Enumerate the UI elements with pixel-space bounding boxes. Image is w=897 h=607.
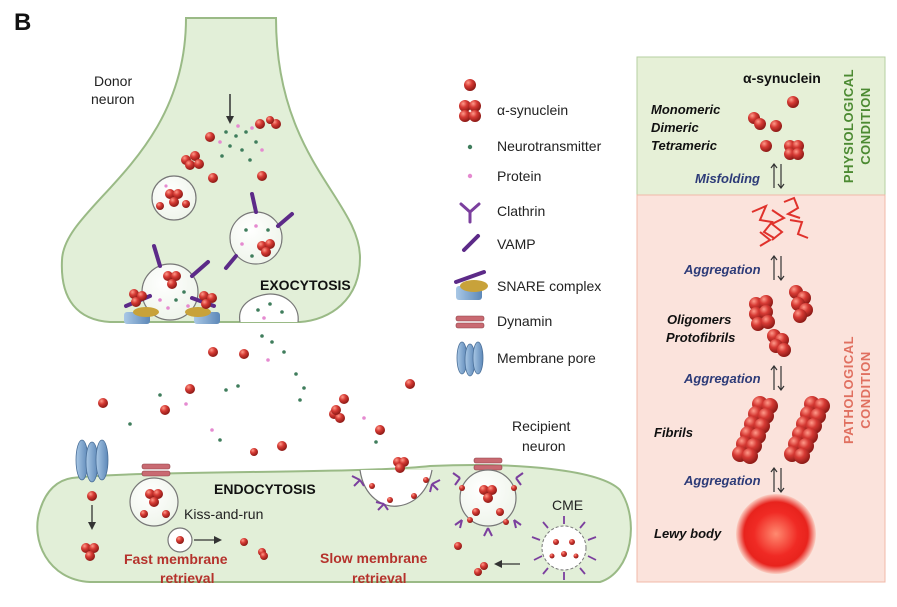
physiological-label-line2: CONDITION xyxy=(858,87,873,164)
donor-label-line1: Donor xyxy=(94,73,132,89)
donor-docked-vesicle xyxy=(124,244,220,324)
neurotransmitter-icon xyxy=(467,144,473,150)
legend-label-protein: Protein xyxy=(497,168,541,184)
legend-label-membrane-pore: Membrane pore xyxy=(497,350,596,366)
legend-item-membrane-pore: Membrane pore xyxy=(456,341,596,377)
aggregation-arrows-2 xyxy=(770,365,785,391)
aggregation-panel: α-synuclein Monomeric Dimeric Tetrameric… xyxy=(636,56,886,583)
monomeric-label: Monomeric xyxy=(651,102,721,117)
aggregation-label-1: Aggregation xyxy=(683,262,761,277)
lewy-body-label: Lewy body xyxy=(654,526,722,541)
fast-retrieval-line1: Fast membrane xyxy=(124,551,228,567)
membrane-pore-icon xyxy=(456,341,484,377)
donor-vesicle-1 xyxy=(151,175,197,221)
donor-label-line2: neuron xyxy=(91,91,135,107)
protein-icon xyxy=(467,173,473,179)
oligomers-label: Oligomers xyxy=(667,312,731,327)
legend-label-snare: SNARE complex xyxy=(497,278,601,294)
right-panel-title: α-synuclein xyxy=(743,70,821,86)
recipient-membrane-pore xyxy=(75,439,109,561)
legend-item-vamp: VAMP xyxy=(462,234,536,252)
legend-item-snare: SNARE complex xyxy=(454,270,601,300)
pathological-label-line1: PATHOLOGICAL xyxy=(841,336,856,444)
panel-label: B xyxy=(14,9,31,36)
legend: α-synuclein Neurotransmitter Protein Cla… xyxy=(454,79,602,377)
protofibrils-label: Protofibrils xyxy=(666,330,735,345)
endocytic-vesicle xyxy=(129,463,179,527)
cleft-particles xyxy=(98,334,415,456)
aggregation-arrows-3 xyxy=(770,467,785,493)
physiological-synuclein-forms xyxy=(748,96,804,160)
legend-item-neurotransmitter: Neurotransmitter xyxy=(467,138,602,154)
oligomer-clusters xyxy=(749,285,813,357)
endocytosis-label: ENDOCYTOSIS xyxy=(214,481,316,497)
clathrin-icon xyxy=(459,202,481,224)
aggregation-label-3: Aggregation xyxy=(683,473,761,488)
legend-label-vamp: VAMP xyxy=(497,236,536,252)
physiological-label-line1: PHYSIOLOGICAL xyxy=(841,69,856,183)
alpha-synuclein-oligomer-icon xyxy=(459,100,481,122)
recipient-label-line2: neuron xyxy=(522,438,566,454)
kiss-and-run-vesicle xyxy=(167,527,268,560)
fusing-vesicle xyxy=(239,293,299,323)
clathrin-pit xyxy=(351,457,441,511)
fibril-2 xyxy=(784,396,830,464)
legend-item-monomer xyxy=(464,79,476,91)
aggregation-arrows-1 xyxy=(770,255,785,281)
dynamin-icon xyxy=(455,315,485,329)
fibrils-label: Fibrils xyxy=(654,425,693,440)
pathological-label-line2: CONDITION xyxy=(858,351,873,428)
donor-free-synuclein xyxy=(181,116,281,183)
misfolded-synuclein xyxy=(751,196,809,247)
dimeric-label: Dimeric xyxy=(651,120,699,135)
tetrameric-label: Tetrameric xyxy=(651,138,718,153)
donor-transmitter-cluster xyxy=(218,124,264,162)
slow-retrieval-line1: Slow membrane xyxy=(320,550,428,566)
legend-label-clathrin: Clathrin xyxy=(497,203,545,219)
snare-complex-icon xyxy=(454,270,488,300)
cme-arrowhead xyxy=(494,560,502,568)
slow-retrieval-synuclein xyxy=(454,542,488,576)
legend-label-alpha-synuclein: α-synuclein xyxy=(497,102,568,118)
aggregation-label-2: Aggregation xyxy=(683,371,761,386)
legend-label-dynamin: Dynamin xyxy=(497,313,552,329)
legend-item-alpha-synuclein: α-synuclein xyxy=(459,100,568,122)
lewy-body xyxy=(736,494,816,574)
fibril-1 xyxy=(732,396,778,464)
legend-label-neurotransmitter: Neurotransmitter xyxy=(497,138,602,154)
legend-item-dynamin: Dynamin xyxy=(455,313,552,329)
slow-retrieval-line2: retrieval xyxy=(352,570,406,586)
cme-vesicle xyxy=(531,516,597,580)
fast-retrieval-line2: retrieval xyxy=(160,570,214,586)
kiss-and-run-label: Kiss-and-run xyxy=(184,506,263,522)
vamp-icon xyxy=(462,234,480,252)
legend-item-clathrin: Clathrin xyxy=(459,202,545,224)
donor-neuron-membrane xyxy=(60,17,362,323)
legend-item-protein: Protein xyxy=(467,168,541,184)
donor-vesicle-2 xyxy=(224,192,294,270)
alpha-synuclein-monomer-icon xyxy=(464,79,476,91)
exocytosis-label: EXOCYTOSIS xyxy=(260,277,351,293)
cme-label: CME xyxy=(552,497,583,513)
release-arrowhead xyxy=(226,116,234,124)
recipient-label-line1: Recipient xyxy=(512,418,570,434)
misfolding-label: Misfolding xyxy=(695,171,760,186)
misfolding-arrows xyxy=(770,163,785,189)
clathrin-coated-vesicle xyxy=(452,457,524,537)
